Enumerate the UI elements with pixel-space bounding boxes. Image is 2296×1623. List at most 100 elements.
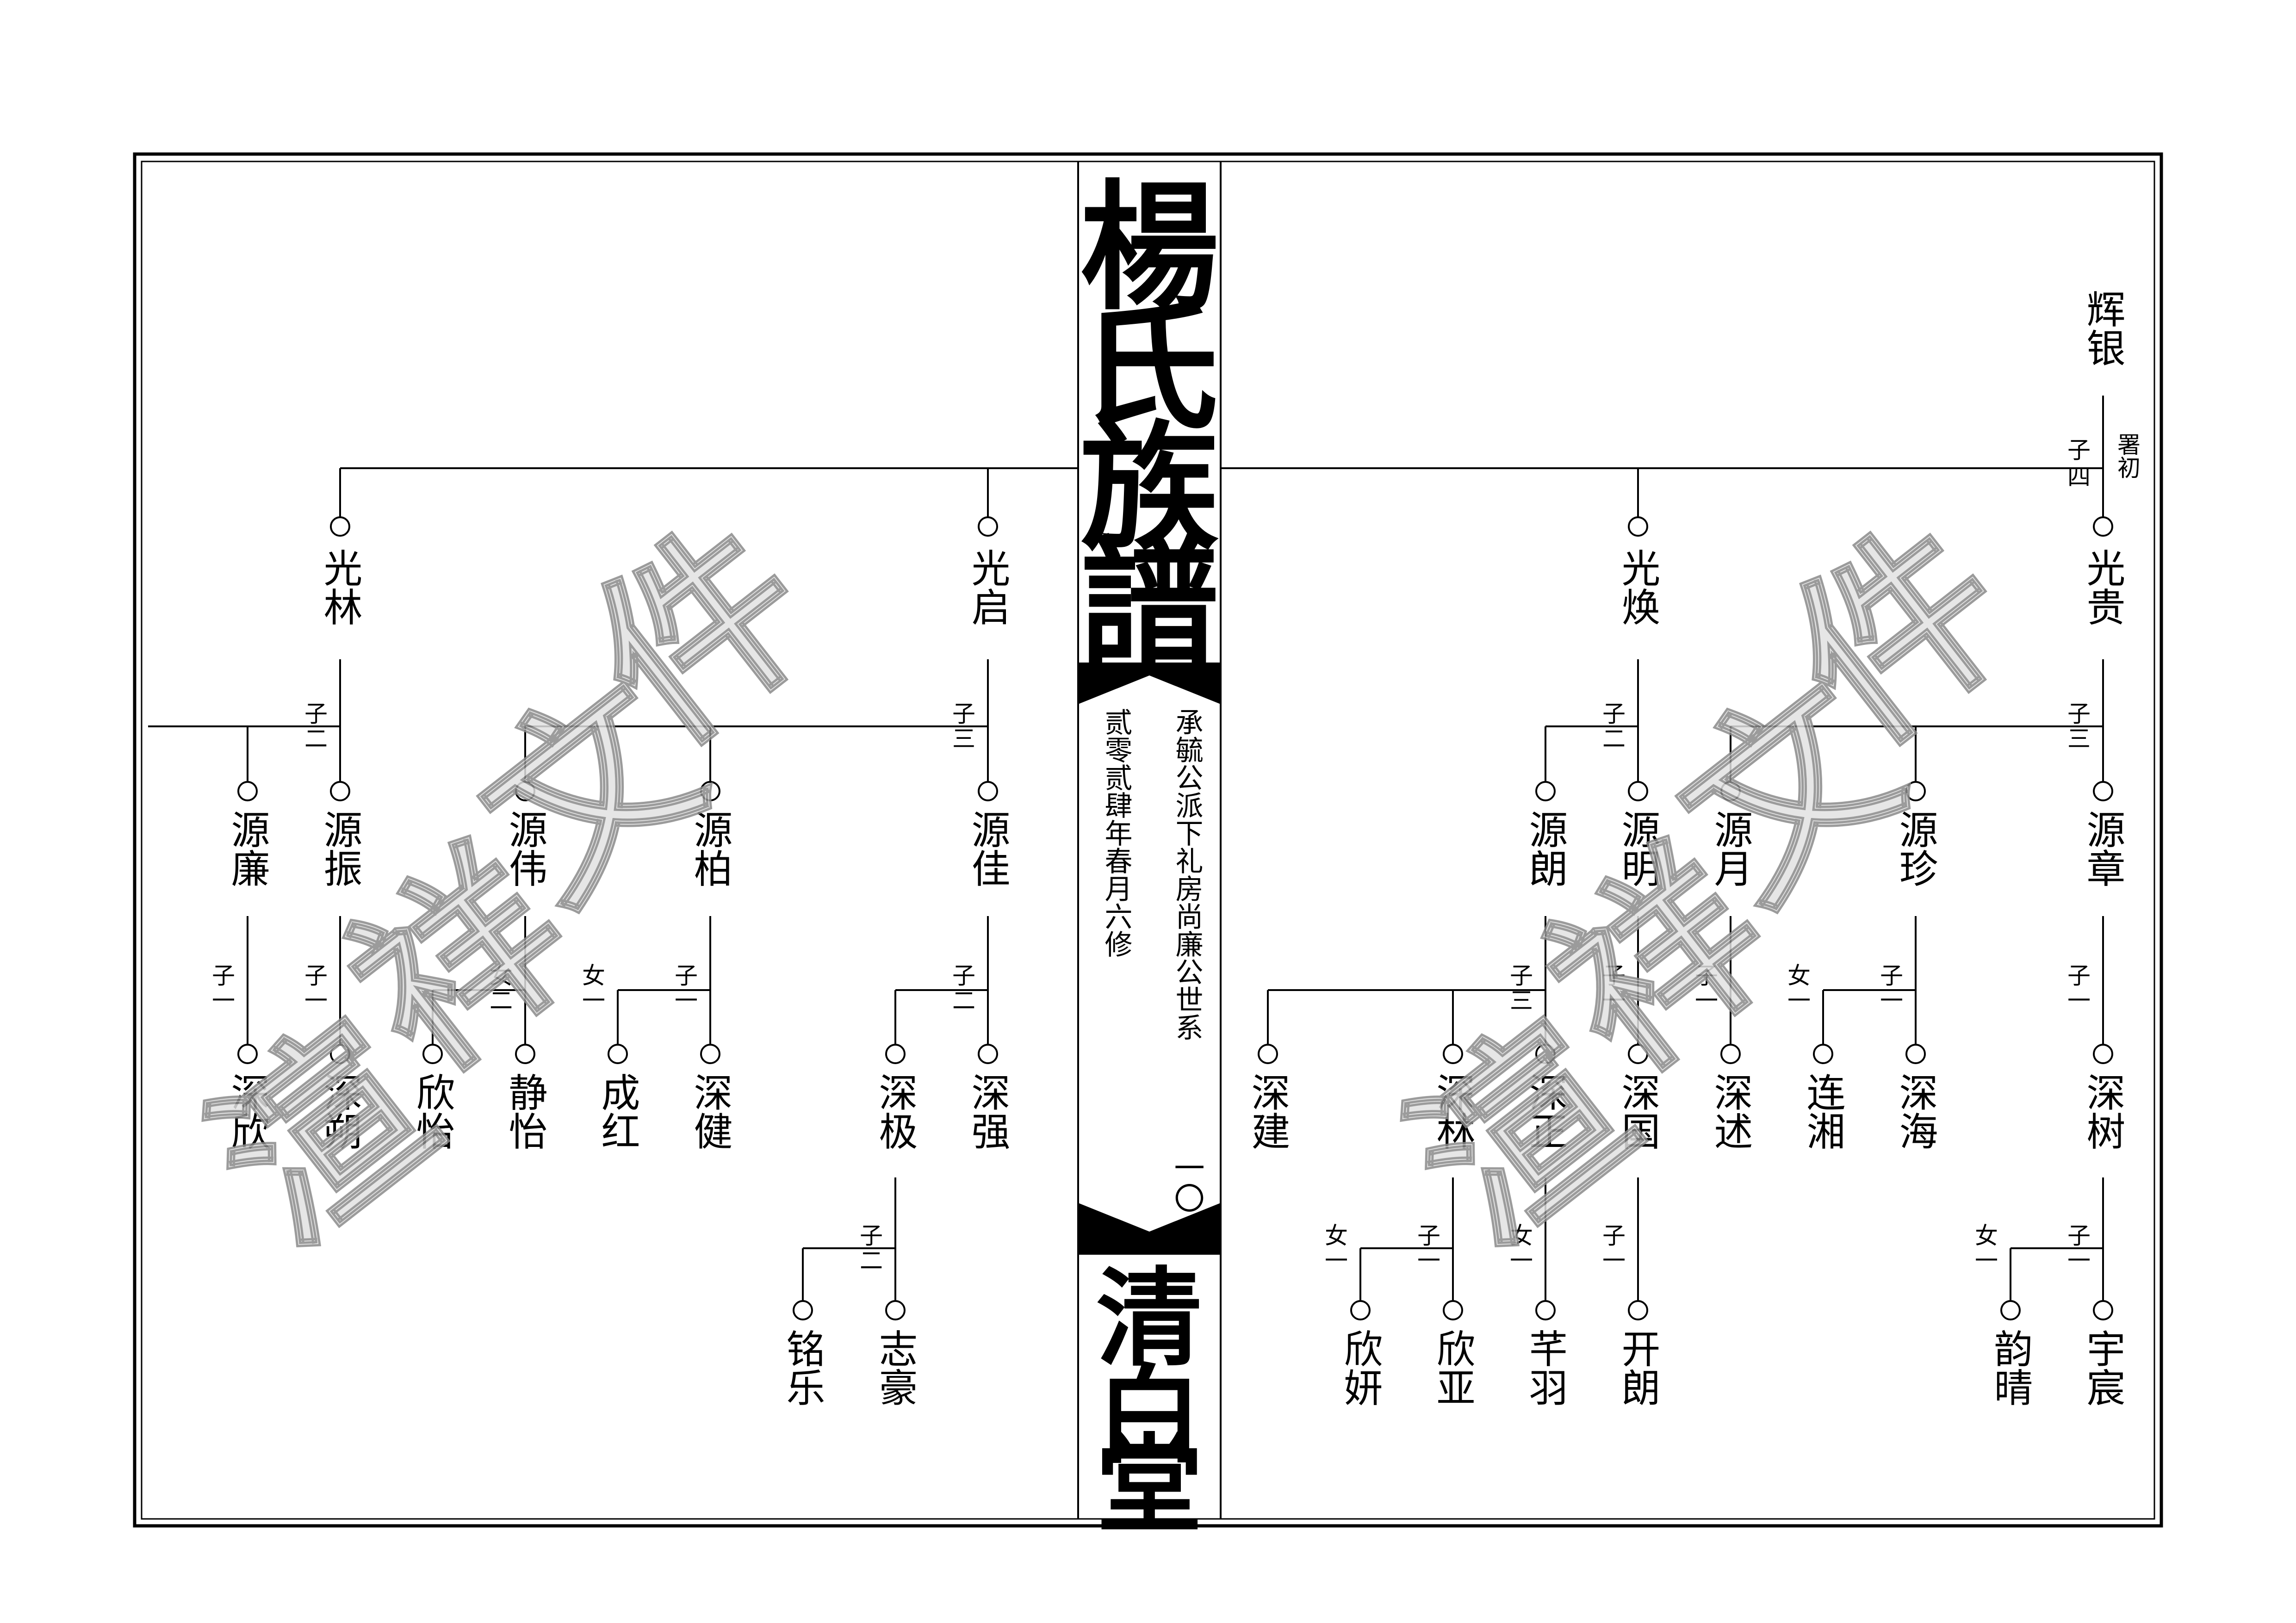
- person-name: 深强: [965, 1072, 1011, 1150]
- relation-count: 一: [2067, 987, 2091, 1014]
- relation-count: 一: [675, 987, 698, 1014]
- relation-count: 一: [1510, 1247, 1533, 1274]
- person-name: 深朔: [317, 1072, 363, 1150]
- spine-title-char-3: 族: [1080, 406, 1219, 570]
- spine-hall-char-1: 清: [1096, 1256, 1203, 1381]
- watermark-left: 渲 祥 文 件: [171, 479, 853, 1288]
- relation-daughter: 女: [490, 962, 513, 989]
- node-circle: [978, 781, 998, 801]
- revision-text: 贰零贰肆年春月六修: [1100, 708, 1132, 958]
- spine-hall-char-2: 白: [1096, 1353, 1203, 1478]
- person-name: 深国: [1615, 1072, 1661, 1150]
- node-circle: [2093, 516, 2113, 537]
- node-circle: [1905, 781, 1926, 801]
- relation-son: 子: [212, 962, 235, 989]
- node-circle: [422, 1044, 443, 1064]
- person-name: 志豪: [873, 1329, 918, 1406]
- relation-count: 二: [1602, 725, 1626, 752]
- relation-son: 子: [2067, 700, 2091, 727]
- page-frame: [133, 152, 2163, 1528]
- node-circle: [978, 516, 998, 537]
- node-circle: [1535, 1300, 1556, 1320]
- relation-count: 一: [1695, 987, 1718, 1014]
- person-name: 成红: [595, 1072, 640, 1150]
- person-name: 深健: [688, 1072, 733, 1150]
- node-circle: [1258, 1044, 1278, 1064]
- person-name: 深欣: [225, 1072, 270, 1150]
- node-circle: [237, 781, 258, 801]
- person-name: 深林: [1430, 1072, 1476, 1150]
- person-name: 光贵: [2080, 548, 2126, 626]
- relation-son: 子: [952, 700, 975, 727]
- node-circle: [2000, 1300, 2021, 1320]
- node-circle: [1535, 1044, 1556, 1064]
- relation-count: 一: [2067, 1247, 2091, 1274]
- person-name: 源明: [1615, 810, 1661, 887]
- spine: 楊 氏 族 譜 承毓公派下礼房尚廉公世系 贰零贰肆年春月六修 一〇 清 白 堂: [1077, 161, 1222, 1548]
- relation-count: 二: [490, 987, 513, 1014]
- node-circle: [1905, 1044, 1926, 1064]
- page-number: 一〇: [1169, 1152, 1205, 1213]
- relation-daughter: 女: [1787, 962, 1811, 989]
- person-name: 源章: [2080, 810, 2126, 887]
- relation-son: 子: [2067, 437, 2091, 464]
- relation-count: 四: [2067, 464, 2091, 490]
- node-circle: [1628, 781, 1648, 801]
- node-circle: [1628, 1300, 1648, 1320]
- node-circle: [700, 781, 720, 801]
- person-name: 光启: [965, 548, 1011, 626]
- relation-son: 子: [1602, 1222, 1626, 1249]
- person-name: 欣怡: [410, 1072, 455, 1150]
- node-circle: [1535, 781, 1556, 801]
- node-circle: [2093, 1044, 2113, 1064]
- left-page-tree: [148, 467, 1078, 1301]
- relation-count: 一: [582, 987, 605, 1014]
- person-name: 光林: [317, 548, 363, 626]
- spine-title-char-2: 氏: [1080, 286, 1219, 449]
- node-circle: [515, 781, 535, 801]
- node-circle: [1443, 1300, 1463, 1320]
- relation-daughter: 女: [1975, 1222, 1998, 1249]
- node-circle: [1628, 1044, 1648, 1064]
- person-name: 源振: [317, 810, 363, 887]
- relation-son: 子: [1417, 1222, 1440, 1249]
- right-page-relations: 子 四 子 二 子 三 子 三 子 一 子 一 女 一 子 一 子 一 女 一 …: [1325, 437, 2091, 1274]
- relation-son: 子: [1695, 962, 1718, 989]
- right-page-nodes: [1258, 516, 2113, 1320]
- person-name: 欣亚: [1430, 1329, 1476, 1406]
- relation-count: 一: [1602, 987, 1626, 1014]
- relation-son: 子: [304, 962, 328, 989]
- relation-count: 一: [1880, 987, 1903, 1014]
- node-circle: [330, 1044, 350, 1064]
- left-page-nodes: [237, 516, 998, 1320]
- person-name: 深树: [2080, 1072, 2126, 1150]
- person-name: 静怡: [503, 1072, 548, 1150]
- node-circle: [1628, 516, 1648, 537]
- node-circle: [700, 1044, 720, 1064]
- relation-son: 子: [1602, 700, 1626, 727]
- person-name: 深正: [1523, 1072, 1568, 1150]
- relation-count: 一: [1417, 1247, 1440, 1274]
- relation-son: 子: [952, 962, 975, 989]
- person-name: 连湘: [1800, 1072, 1846, 1150]
- node-circle: [885, 1300, 906, 1320]
- person-name: 深建: [1245, 1072, 1291, 1150]
- relation-count: 二: [304, 725, 328, 752]
- person-name: 光焕: [1615, 548, 1661, 626]
- relation-son: 子: [1880, 962, 1903, 989]
- person-name: 源朗: [1523, 810, 1568, 887]
- relation-count: 二: [952, 987, 975, 1014]
- spine-title-char-4: 譜: [1080, 522, 1219, 685]
- relation-son: 子: [2067, 962, 2091, 989]
- person-name: 源珍: [1893, 810, 1938, 887]
- person-name: 源伟: [503, 810, 548, 887]
- node-circle: [1350, 1300, 1371, 1320]
- right-page-tree: [1221, 396, 2104, 1301]
- person-name: 欣妍: [1338, 1329, 1383, 1406]
- node-circle: [1720, 781, 1741, 801]
- node-circle: [2093, 1300, 2113, 1320]
- person-name: 辉银: [2080, 289, 2126, 367]
- node-circle: [608, 1044, 628, 1064]
- person-name: 深海: [1893, 1072, 1938, 1150]
